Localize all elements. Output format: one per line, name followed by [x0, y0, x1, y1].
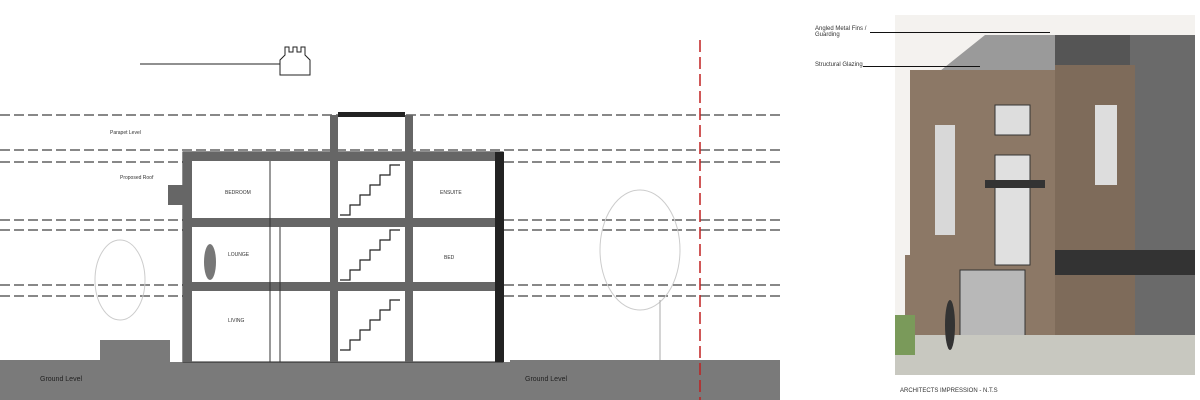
room-label-lounge: LOUNGE [228, 252, 250, 258]
ground-level-label-right: Ground Level [525, 376, 568, 383]
room-label-living: LIVING [228, 318, 245, 324]
architects-impression [895, 15, 1195, 375]
callout-glazing: Structural Glazing [815, 62, 863, 68]
callout-fins: Angled Metal Fins / Guarding [815, 26, 870, 38]
room-label-ensuite: ENSUITE [440, 190, 462, 196]
parapet-label: Parapet Level [110, 130, 141, 136]
ground-level-label-left: Ground Level [40, 376, 83, 383]
roof-label: Proposed Roof [120, 175, 154, 181]
building-section [94, 46, 681, 363]
render-caption: ARCHITECTS IMPRESSION - N.T.S [900, 388, 998, 394]
room-label-bedroom: BEDROOM [225, 190, 251, 196]
room-label-bed: BED [444, 255, 455, 261]
datum-lines [0, 114, 780, 297]
ground-fill [0, 360, 780, 400]
section-drawing [0, 40, 780, 400]
